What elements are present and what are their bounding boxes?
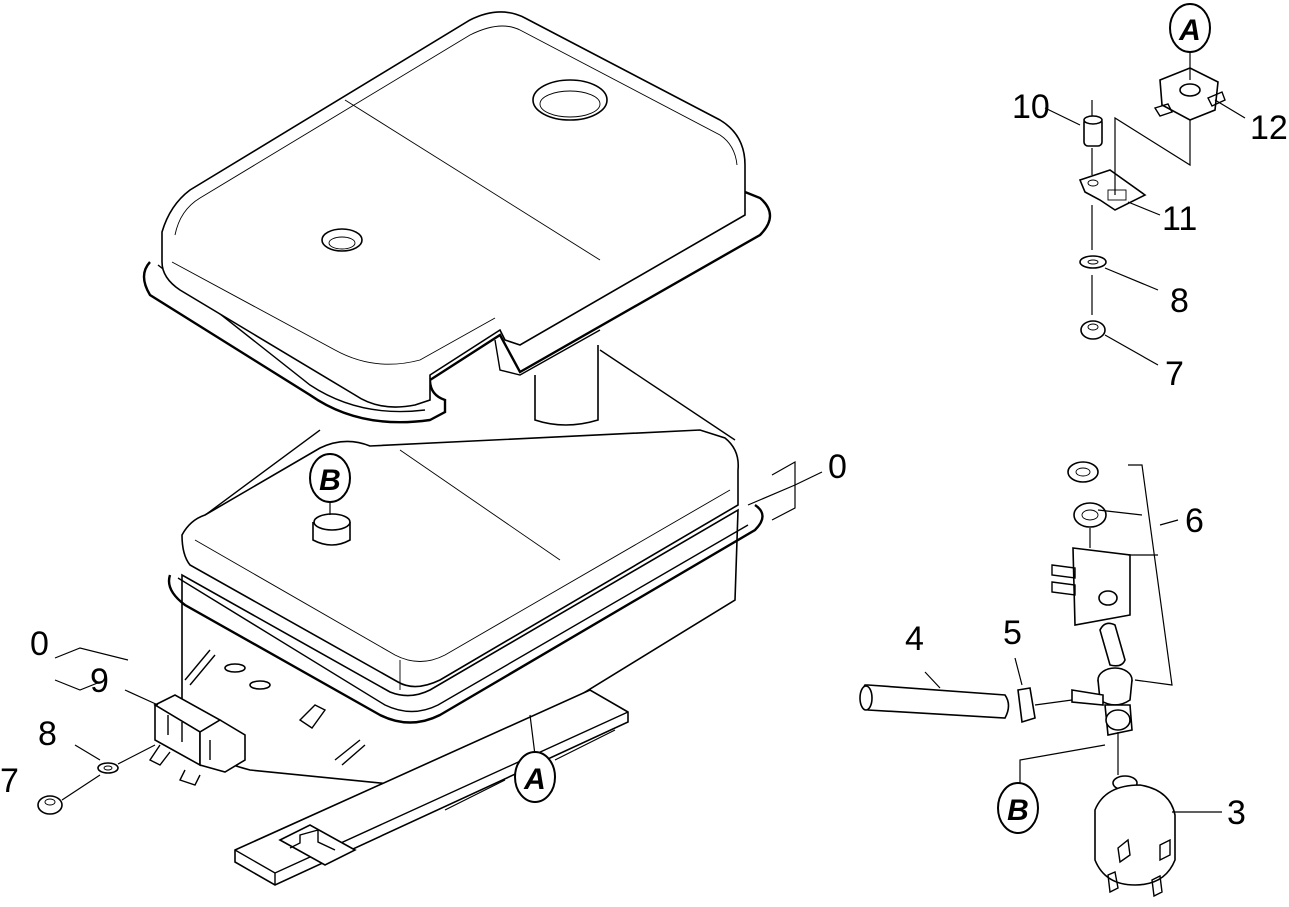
label-7-left: 7 <box>0 762 19 800</box>
leader-lines <box>54 99 1246 813</box>
label-3: 3 <box>1227 794 1246 832</box>
label-8-right: 8 <box>1170 282 1189 320</box>
label-6: 6 <box>1185 502 1204 540</box>
label-0-right: 0 <box>828 448 847 486</box>
ref-b-tank-label: B <box>319 464 341 497</box>
tank-body <box>167 345 764 787</box>
ref-a-top-label: A <box>1178 14 1201 47</box>
base-plate <box>234 689 629 886</box>
label-11: 11 <box>1162 200 1197 238</box>
pump-hose-group <box>859 461 1176 898</box>
ref-b-right-label: B <box>1007 794 1029 827</box>
label-7-right: 7 <box>1165 355 1184 393</box>
ref-a-bottom: A <box>514 751 556 803</box>
tank-lid <box>142 11 772 424</box>
ref-a-bottom-label: A <box>523 763 546 796</box>
label-0-left: 0 <box>30 625 49 663</box>
label-9: 9 <box>90 662 109 700</box>
ref-b-right: B <box>997 782 1039 834</box>
label-12: 12 <box>1250 109 1288 147</box>
ref-b-tank: B <box>309 453 351 503</box>
label-5: 5 <box>1003 614 1022 652</box>
switch-assembly <box>37 694 246 815</box>
ref-a-top: A <box>1169 3 1211 53</box>
float-switch-group <box>1078 50 1226 340</box>
label-8-left: 8 <box>38 715 57 753</box>
label-10: 10 <box>1012 88 1050 126</box>
label-4: 4 <box>905 620 924 658</box>
